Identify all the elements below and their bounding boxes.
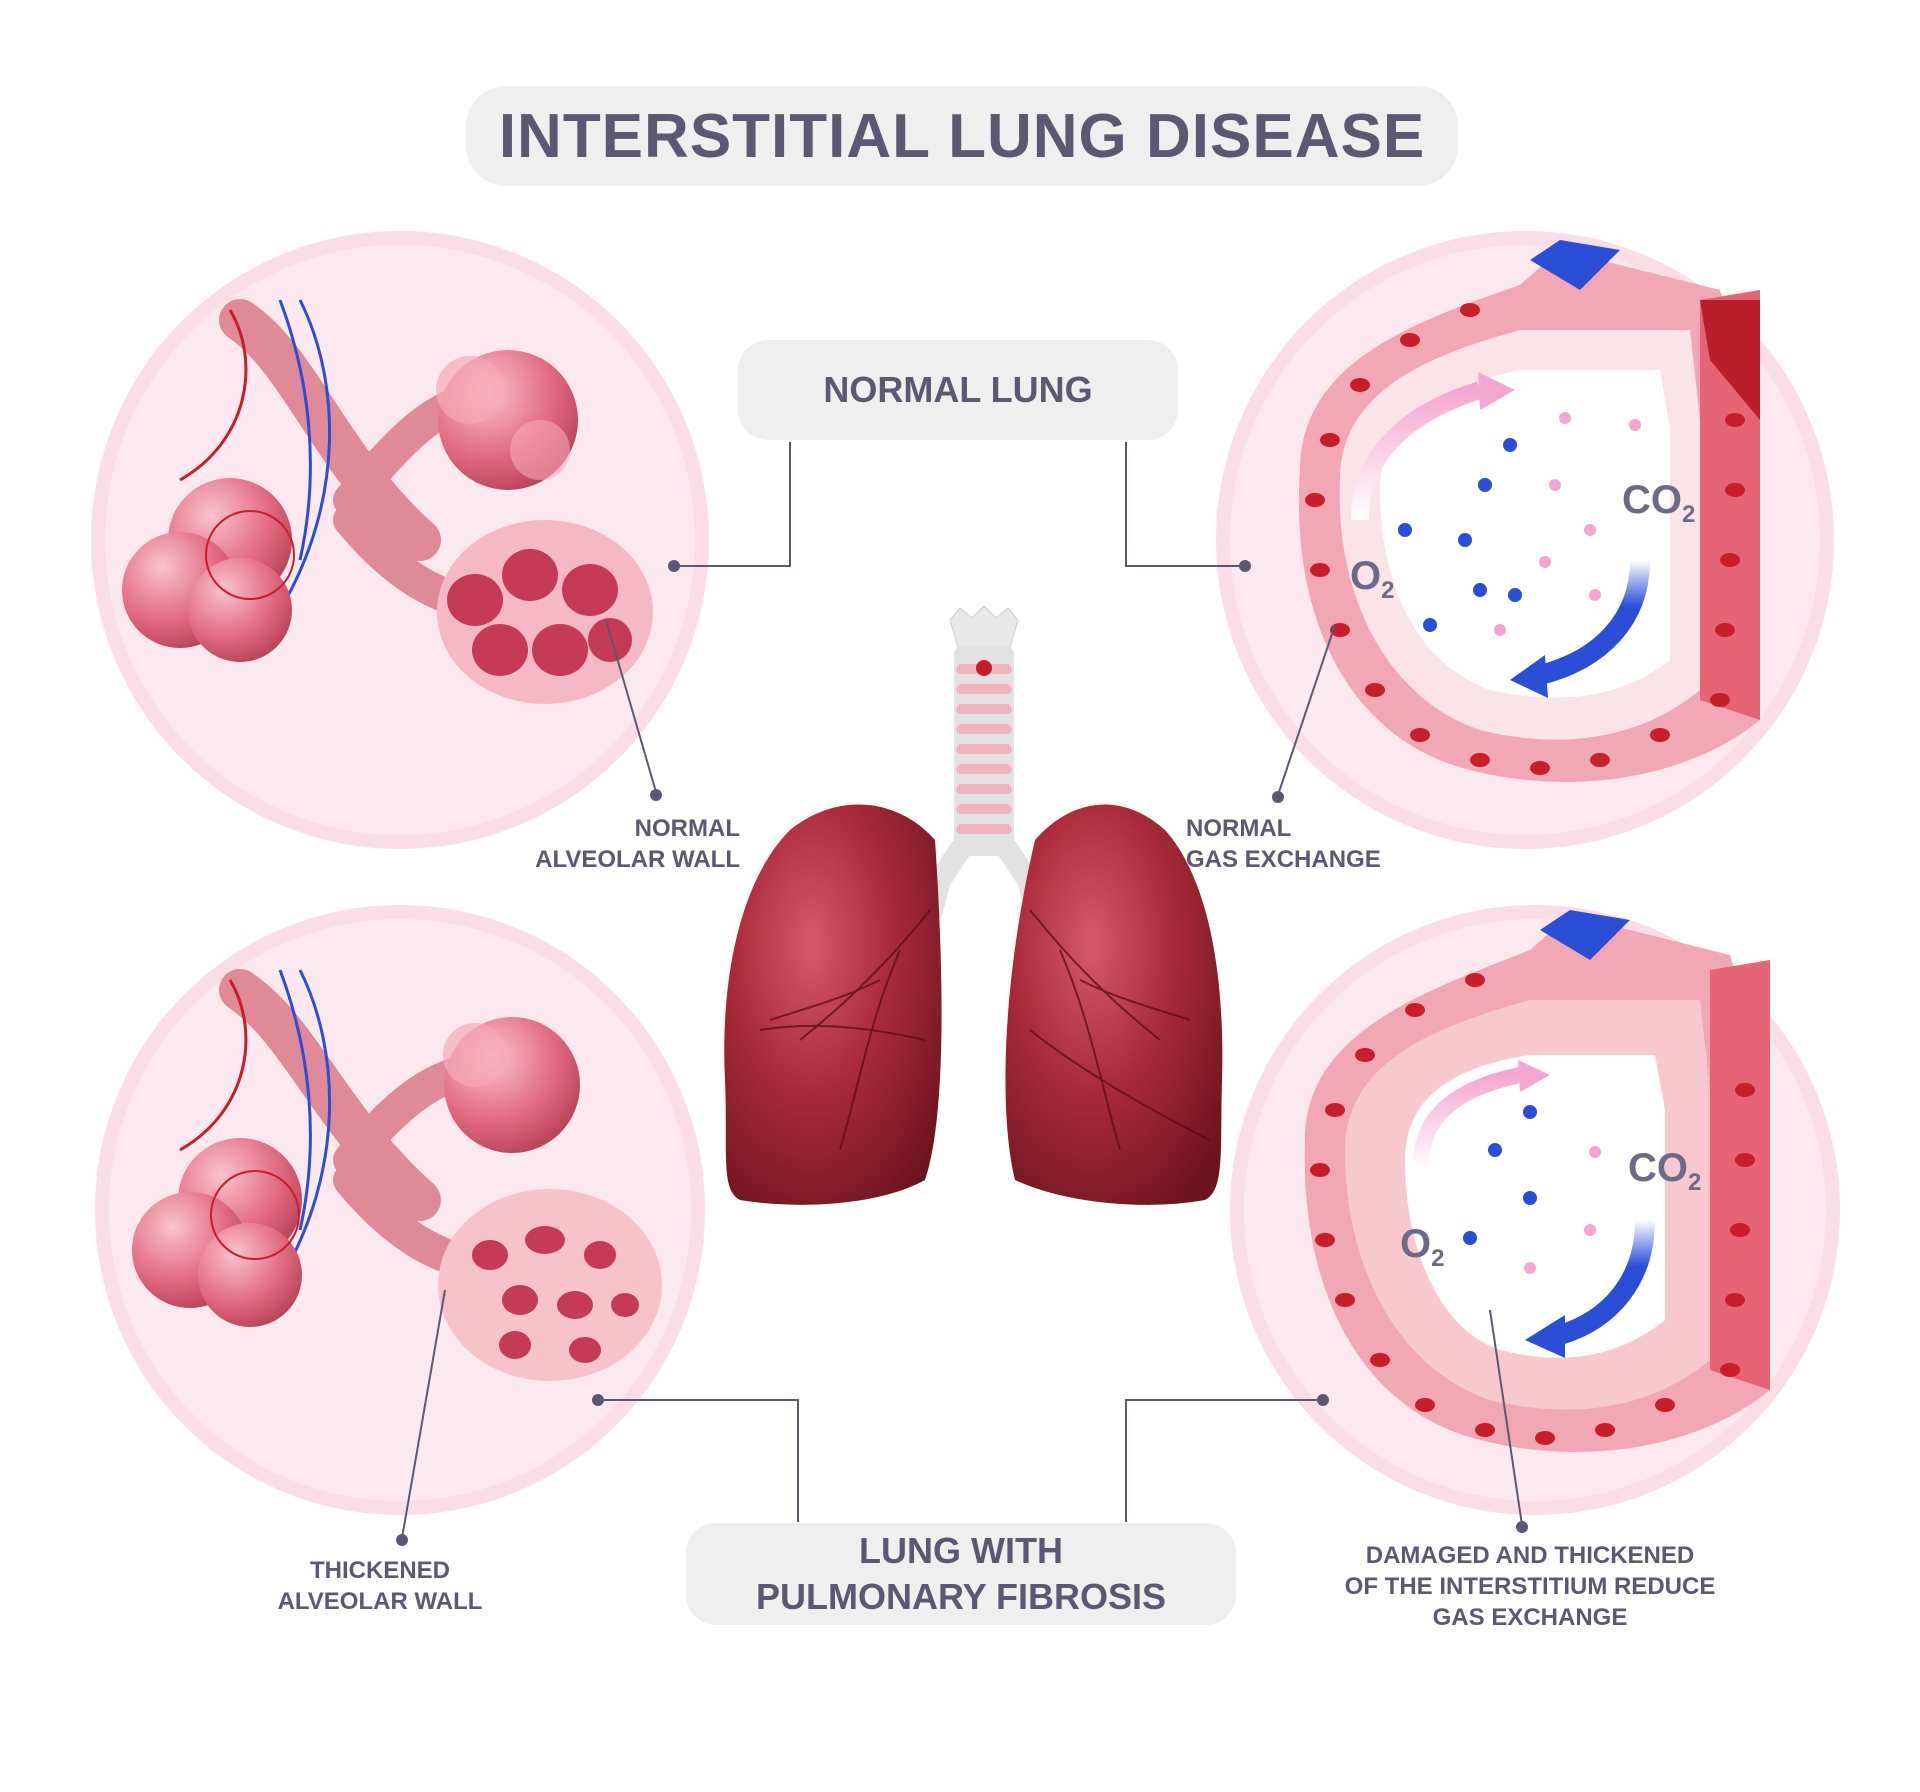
- lungs-illustration: [724, 605, 1223, 1205]
- right-lung: [724, 804, 942, 1205]
- normal-lung-label: NORMAL LUNG: [738, 340, 1178, 440]
- connector-lines: [598, 442, 1322, 1522]
- reduced-gas-exchange-illustration: [1230, 905, 1840, 1515]
- page-title: INTERSTITIAL LUNG DISEASE: [466, 86, 1458, 186]
- pulmonary-fibrosis-label: LUNG WITH PULMONARY FIBROSIS: [686, 1523, 1236, 1625]
- pulmonary-fibrosis-label-line2: PULMONARY FIBROSIS: [755, 1576, 1167, 1617]
- pulmonary-fibrosis-label-line1: LUNG WITH: [859, 1530, 1063, 1571]
- left-lung: [1005, 804, 1223, 1205]
- normal-alveolar-wall-label: NORMAL ALVEOLAR WALL: [535, 815, 740, 873]
- normal-gas-exchange-pointer: [1272, 624, 1336, 803]
- reduced-gas-exchange-label: DAMAGED AND THICKENED OF THE INTERSTITIU…: [1344, 1542, 1716, 1631]
- trachea: [921, 605, 1047, 921]
- o2-label-fibrosis: O2: [1400, 1222, 1445, 1272]
- thickened-alveolar-wall-label: THICKENED ALVEOLAR WALL: [277, 1557, 483, 1615]
- normal-alveolar-wall-pointer: [605, 619, 662, 801]
- connector-dots: [592, 560, 1329, 1406]
- thickened-alveoli-illustration: [95, 905, 705, 1515]
- normal-gas-exchange-label: NORMAL GAS EXCHANGE: [1186, 815, 1381, 873]
- co2-label-fibrosis: CO2: [1628, 1146, 1702, 1196]
- o2-label-normal: O2: [1350, 554, 1395, 604]
- thickened-alveolar-wall-pointer: [396, 1289, 446, 1546]
- normal-gas-exchange-illustration: [1216, 231, 1834, 849]
- normal-alveoli-illustration: [91, 231, 709, 849]
- co2-label-normal: CO2: [1622, 478, 1696, 528]
- reduced-gas-exchange-pointer: [1489, 1309, 1528, 1533]
